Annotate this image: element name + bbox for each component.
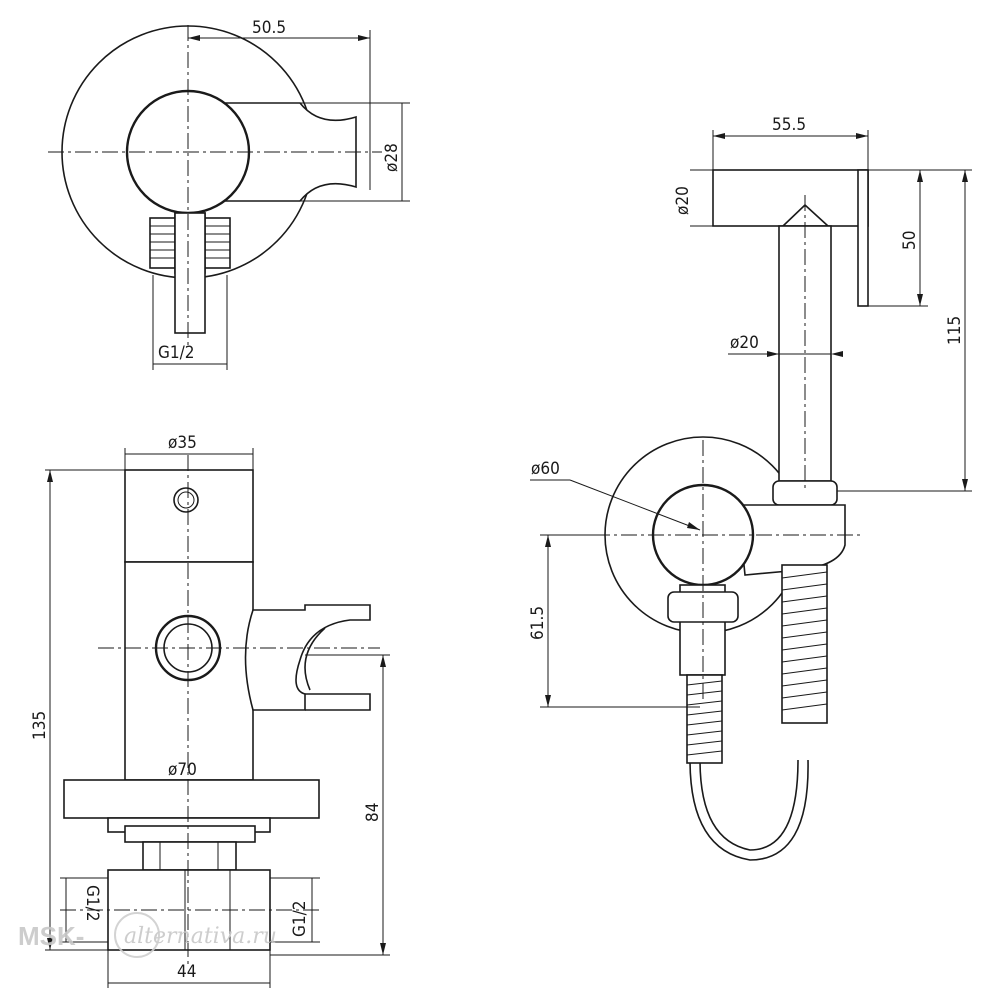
watermark: MSK- alternativa.ru xyxy=(18,912,277,958)
top-view: 50.5 ø28 G1/2 xyxy=(48,18,410,370)
dim-top-width: 50.5 xyxy=(252,18,286,38)
dim-head-length: 55.5 xyxy=(772,115,806,135)
dim-handle-height: 115 xyxy=(945,316,965,345)
dim-handle-dia: ø20 xyxy=(730,333,759,353)
dim-bottom-width: 44 xyxy=(177,962,196,982)
dim-right-thread: G1/2 xyxy=(290,901,310,937)
dim-hose-offset: 61.5 xyxy=(528,606,548,640)
dim-left-thread: G1/2 xyxy=(82,885,102,921)
dim-total-height: 135 xyxy=(30,711,50,740)
dim-top-dia: ø28 xyxy=(382,143,402,172)
dim-flange-dia: ø70 xyxy=(168,760,197,780)
dim-head-dia: ø20 xyxy=(673,186,693,215)
dim-head-height: 50 xyxy=(900,231,920,250)
watermark-script: alternativa.ru xyxy=(124,924,277,949)
side-view: 55.5 ø20 50 115 ø20 ø60 61.5 xyxy=(528,115,972,861)
dim-outlet-height: 84 xyxy=(363,803,383,822)
dim-plate-dia: ø60 xyxy=(531,459,560,479)
watermark-brand: MSK- xyxy=(18,921,84,951)
front-view: ø35 135 ø70 84 44 G1/2 G1/2 xyxy=(30,433,390,988)
dim-top-thread: G1/2 xyxy=(158,343,194,363)
dim-body-dia: ø35 xyxy=(168,433,197,453)
